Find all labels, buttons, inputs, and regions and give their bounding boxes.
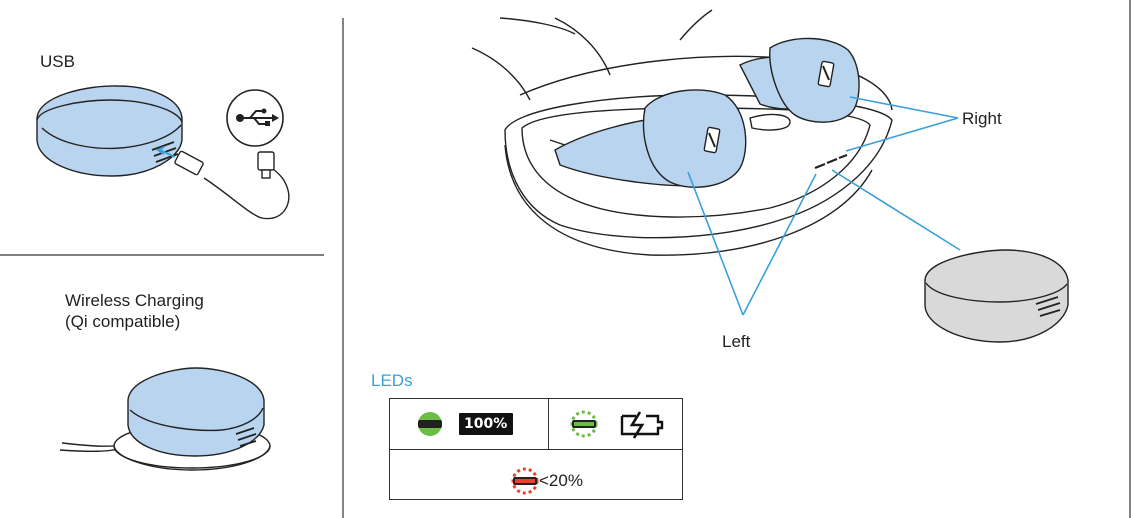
right-label: Right (962, 109, 1002, 128)
leds-heading: LEDs (371, 371, 413, 390)
callout-lines (687, 96, 961, 316)
left-label: Left (722, 332, 751, 351)
led-table: 100% <20% (389, 398, 683, 500)
usb-label: USB (40, 52, 75, 71)
usb-charging-case (36, 85, 183, 177)
grey-charging-case (924, 249, 1069, 343)
led-green-solid-icon (418, 412, 442, 436)
led-cell-divider (548, 399, 549, 449)
battery-charging-icon (620, 411, 664, 439)
low-battery-label: <20% (539, 471, 583, 490)
usb-icon (226, 89, 284, 147)
led-red-blinking-icon (511, 467, 539, 495)
battery-full-icon: 100% (459, 413, 514, 435)
open-case-with-earbuds (471, 9, 893, 256)
qi-compatible-label: (Qi compatible) (65, 312, 181, 331)
wireless-charging-pad (59, 367, 271, 471)
led-row-full (390, 399, 682, 450)
led-green-blinking-icon (570, 410, 598, 438)
wireless-charging-label: Wireless Charging (65, 291, 204, 310)
usb-cable (156, 146, 290, 220)
